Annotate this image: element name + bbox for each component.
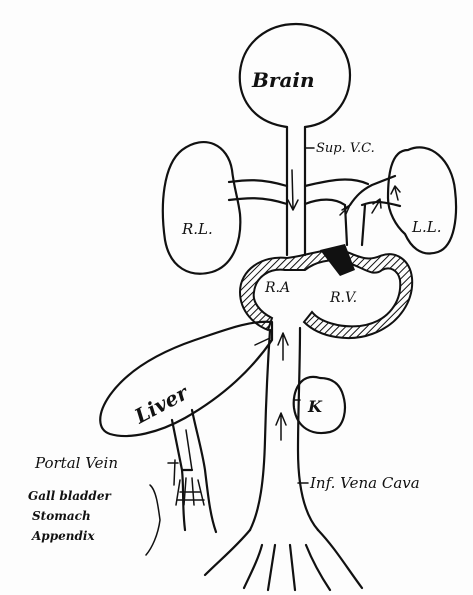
right-lung-shape — [163, 142, 240, 274]
pulmonary-branch-left — [345, 176, 400, 245]
label-sup-vc: Sup. V.C. — [316, 141, 375, 156]
ivc-arrow-lower — [276, 413, 286, 440]
ivc-lower-branches — [205, 530, 362, 590]
hepatic-connection — [255, 338, 270, 345]
label-inf-vena-cava: Inf. Vena Cava — [309, 474, 420, 492]
label-portal-vein: Portal Vein — [34, 454, 118, 472]
label-appendix: Appendix — [31, 529, 95, 543]
label-right-atrium: R.A — [264, 280, 290, 296]
label-right-ventricle: R.V. — [329, 290, 357, 306]
ivc-arrow-upper — [278, 333, 288, 360]
label-left-lung: L.L. — [411, 218, 441, 236]
label-right-lung: R.L. — [181, 220, 213, 238]
superior-vena-cava — [287, 127, 305, 255]
liver-shape — [100, 322, 272, 436]
svc-flow-arrow — [288, 170, 298, 210]
pulmonary-trunk — [305, 180, 368, 205]
pulmonary-arrow-up — [391, 186, 400, 200]
label-liver: Liver — [130, 380, 193, 429]
label-kidney: K — [307, 397, 323, 416]
portal-vein — [172, 410, 216, 532]
organ-bracket — [146, 485, 160, 555]
label-stomach: Stomach — [32, 509, 91, 523]
label-gall-bladder: Gall bladder — [28, 489, 112, 503]
organ-branches — [176, 478, 204, 505]
pulmonary-arrow-right — [372, 199, 381, 213]
label-brain: Brain — [251, 68, 315, 92]
